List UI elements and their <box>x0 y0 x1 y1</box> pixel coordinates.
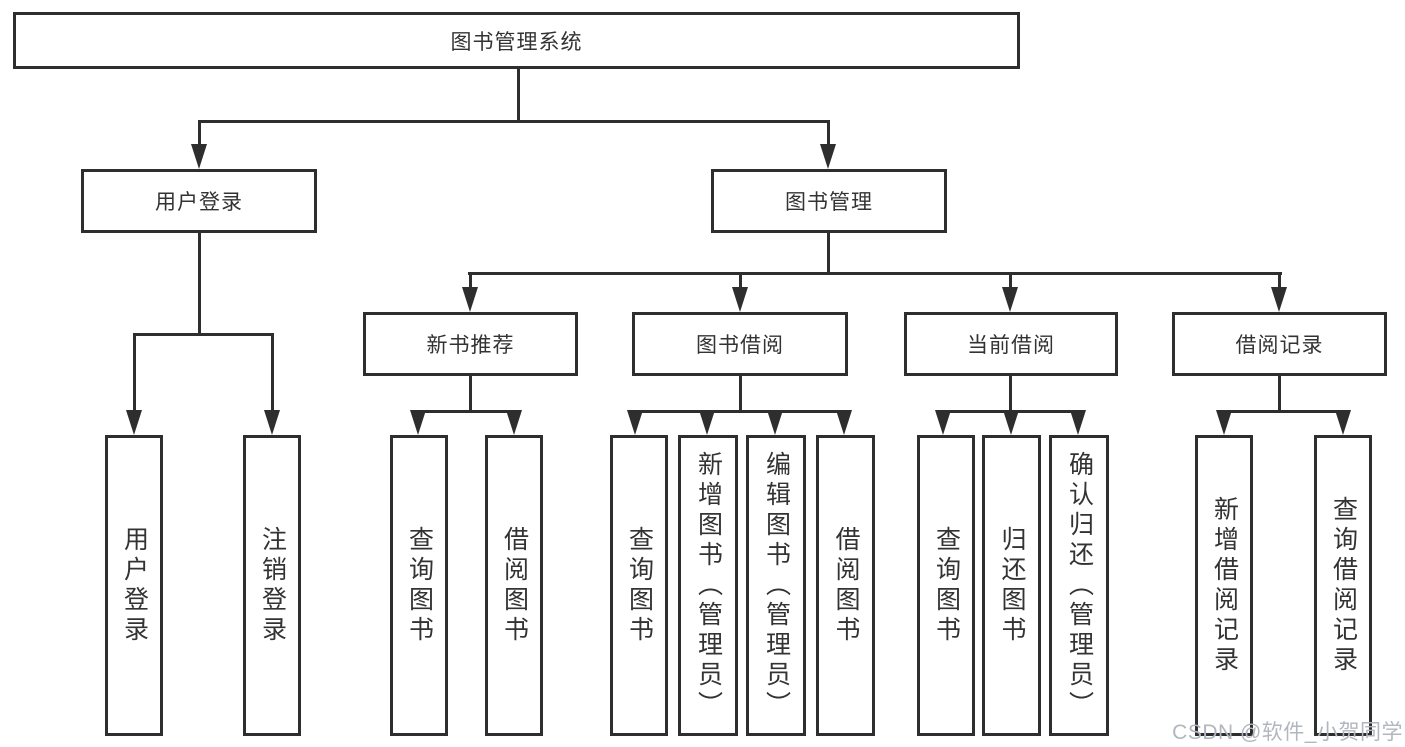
connector-bus <box>1223 410 1345 413</box>
arrowhead-icon <box>191 144 207 169</box>
connector-bus-userlogin <box>133 333 274 336</box>
connector-bus <box>634 410 846 413</box>
arrowhead-icon <box>1070 410 1086 435</box>
connector-bus-level3 <box>468 272 1282 275</box>
connector-drop <box>469 272 472 289</box>
connector-drop <box>133 333 136 412</box>
connector-stem <box>469 376 472 413</box>
leaf-current-return-books: 归还图书 <box>982 435 1041 736</box>
csdn-watermark: CSDN @软件_小贺同学 <box>1172 721 1403 744</box>
connector-drop <box>1009 272 1012 289</box>
connector-root-stem <box>517 68 520 122</box>
leaf-borrow-query-books: 查询图书 <box>610 435 668 736</box>
node-user-login: 用户登录 <box>81 169 317 233</box>
connector-drop <box>1278 272 1281 289</box>
leaf-newbook-query-books: 查询图书 <box>390 435 448 736</box>
node-book-management: 图书管理 <box>711 169 947 233</box>
node-library-system: 图书管理系统 <box>13 12 1020 69</box>
arrowhead-icon <box>1216 410 1232 435</box>
leaf-record-query: 查询借阅记录 <box>1314 435 1372 736</box>
connector-userlogin-stem <box>198 233 201 333</box>
leaf-user-login: 用户登录 <box>105 435 163 736</box>
connector-bookmgmt-stem <box>827 233 830 275</box>
leaf-borrow-edit-books-admin: 编辑图书（管理员） <box>746 435 806 736</box>
connector-stem <box>1009 376 1012 413</box>
connector-stem <box>1278 376 1281 413</box>
leaf-record-add: 新增借阅记录 <box>1195 435 1253 736</box>
arrowhead-icon <box>1271 287 1287 312</box>
arrowhead-icon <box>126 410 142 435</box>
connector-drop <box>827 120 830 146</box>
arrowhead-icon <box>264 410 280 435</box>
arrowhead-icon <box>820 144 836 169</box>
connector-drop <box>198 120 201 146</box>
arrowhead-icon <box>699 410 715 435</box>
arrowhead-icon <box>935 410 951 435</box>
leaf-borrow-add-books-admin: 新增图书（管理员） <box>678 435 738 736</box>
connector-bus <box>417 410 516 413</box>
arrowhead-icon <box>1335 410 1351 435</box>
leaf-logout: 注销登录 <box>243 435 301 736</box>
leaf-current-confirm-return-admin: 确认归还（管理员） <box>1049 435 1109 736</box>
arrowhead-icon <box>767 410 783 435</box>
arrowhead-icon <box>836 410 852 435</box>
connector-drop <box>739 272 742 289</box>
node-borrow-record: 借阅记录 <box>1172 312 1387 376</box>
arrowhead-icon <box>462 287 478 312</box>
node-current-borrow: 当前借阅 <box>904 312 1118 376</box>
leaf-current-query-books: 查询图书 <box>917 435 975 736</box>
node-new-book-recommend: 新书推荐 <box>363 312 578 376</box>
arrowhead-icon <box>627 410 643 435</box>
connector-drop <box>271 333 274 412</box>
arrowhead-icon <box>1002 287 1018 312</box>
arrowhead-icon <box>1003 410 1019 435</box>
arrowhead-icon <box>410 410 426 435</box>
leaf-borrow-borrow-books: 借阅图书 <box>816 435 875 736</box>
node-book-borrow: 图书借阅 <box>632 312 848 376</box>
connector-stem <box>739 376 742 413</box>
arrowhead-icon <box>732 287 748 312</box>
connector-bus-level2 <box>198 120 830 123</box>
leaf-newbook-borrow-books: 借阅图书 <box>485 435 543 736</box>
arrowhead-icon <box>506 410 522 435</box>
